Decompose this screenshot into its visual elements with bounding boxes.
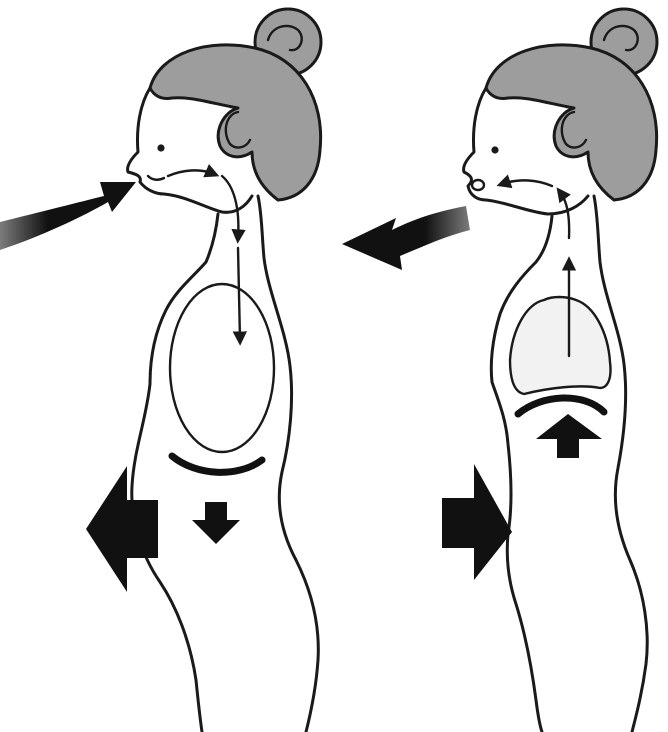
- exhale-figure: [342, 9, 657, 732]
- left-airflow-throat-arrow: [222, 176, 238, 238]
- left-eye: [157, 144, 164, 151]
- left-mouth: [148, 176, 164, 180]
- left-diaphragm: [172, 456, 262, 472]
- left-hair: [150, 45, 321, 200]
- left-lung: [170, 284, 274, 452]
- left-back-body: [258, 196, 318, 732]
- inhale-air-arrow: [0, 182, 136, 250]
- left-belly-out-arrow: [86, 466, 158, 592]
- inhale-figure: [0, 9, 321, 732]
- exhale-air-arrow: [342, 206, 470, 270]
- left-diaphragm-down-arrow: [192, 502, 240, 544]
- left-airflow-mouth-arrow: [168, 170, 214, 176]
- right-hair: [486, 45, 657, 200]
- right-belly-in-arrow: [442, 464, 512, 580]
- right-airflow-throat-arrow: [560, 192, 569, 238]
- right-diaphragm-up-arrow: [536, 414, 602, 458]
- right-back-body: [594, 196, 647, 732]
- right-eye: [491, 146, 498, 153]
- right-lung: [510, 297, 611, 394]
- right-airflow-mouth-arrow: [502, 180, 552, 186]
- right-diaphragm: [518, 398, 604, 414]
- right-mouth: [472, 180, 484, 190]
- left-airflow-lung-arrow: [238, 248, 240, 340]
- right-front-body: [491, 216, 552, 732]
